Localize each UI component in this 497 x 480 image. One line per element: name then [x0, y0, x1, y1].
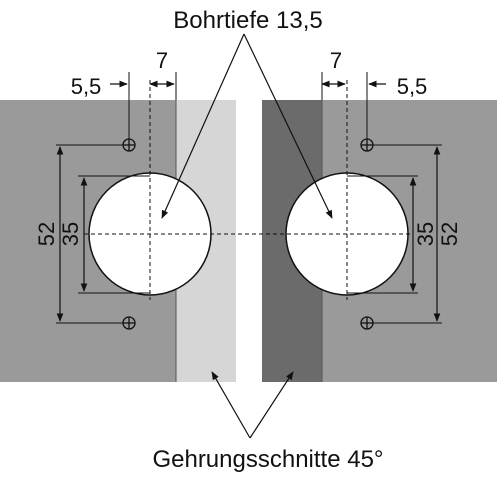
screw-hole-icon	[122, 316, 136, 330]
drill-depth-leaders	[161, 33, 333, 219]
left-screw-spacing-label: 52	[34, 222, 59, 246]
screw-hole-icon	[360, 138, 374, 152]
miter-cuts-label: Gehrungsschnitte 45°	[152, 446, 383, 473]
drill-depth-label: Bohrtiefe 13,5	[173, 7, 322, 34]
screw-hole-icon	[122, 138, 136, 152]
screw-hole-icon	[360, 316, 374, 330]
right-inner-offset-label: 7	[330, 48, 342, 73]
left-outer-offset-label: 5,5	[71, 74, 102, 99]
right-cup-spacing-label: 35	[413, 222, 438, 246]
left-inner-offset-label: 7	[156, 48, 168, 73]
miter-cut-leaders	[211, 371, 294, 439]
center-lines	[84, 80, 413, 300]
extension-lines	[56, 144, 442, 324]
left-cup-spacing-label: 35	[58, 222, 83, 246]
right-outer-offset-label: 5,5	[397, 74, 428, 99]
right-screw-spacing-label: 52	[437, 222, 462, 246]
